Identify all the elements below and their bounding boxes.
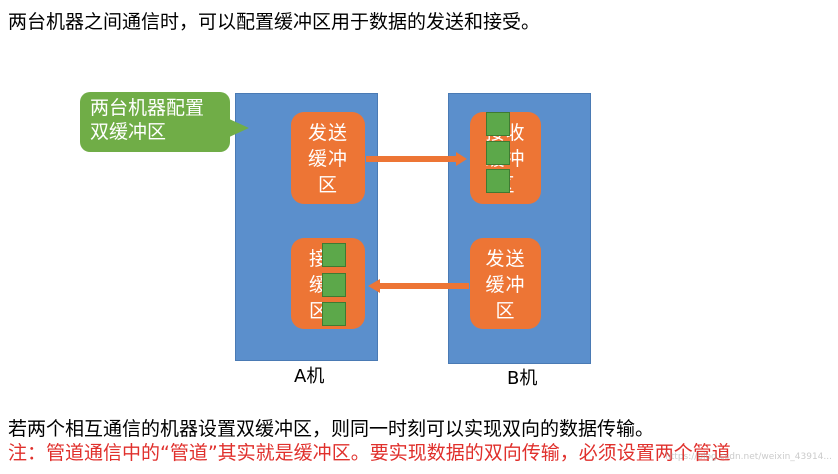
machine-a-send-buffer: 发送 缓冲 区 xyxy=(291,112,365,204)
machine-b-send-buffer: 发送 缓冲 区 xyxy=(470,238,541,329)
arrow-shaft xyxy=(366,156,458,162)
buffer-text-line: 发送 xyxy=(485,248,526,270)
summary-text: 若两个相互通信的机器设置双缓冲区，则同一时刻可以实现双向的数据传输。 xyxy=(8,418,655,440)
data-block xyxy=(486,141,510,165)
watermark: https://blog.csdn.net/weixin_43914... xyxy=(665,452,832,462)
arrow-head xyxy=(456,152,467,166)
data-block xyxy=(486,169,510,193)
buffer-text-line: 缓冲 xyxy=(307,148,348,170)
callout-text: 两台机器配置 双缓冲区 xyxy=(90,97,205,143)
data-block xyxy=(322,302,346,326)
machine-a-label: A机 xyxy=(294,366,325,387)
arrow-shaft xyxy=(378,283,469,289)
callout-pointer xyxy=(227,118,249,138)
note-text: 注：管道通信中的“管道”其实就是缓冲区。要实现数据的双向传输，必须设置两个管道 xyxy=(8,442,731,464)
buffer-text-line: 发送 xyxy=(307,122,348,144)
arrow-b-to-a xyxy=(368,279,469,293)
buffer-text-line: 区 xyxy=(317,174,338,196)
buffer-text-line: 缓冲 xyxy=(485,274,526,296)
arrow-head xyxy=(368,279,380,293)
data-block xyxy=(322,273,346,297)
arrow-a-to-b xyxy=(366,152,467,166)
data-block xyxy=(486,112,510,136)
buffer-text-line: 区 xyxy=(495,300,516,322)
machine-b-label: B机 xyxy=(507,368,538,389)
data-block xyxy=(322,243,346,267)
intro-text: 两台机器之间通信时，可以配置缓冲区用于数据的发送和接受。 xyxy=(8,11,541,33)
callout-box: 两台机器配置 双缓冲区 xyxy=(80,92,230,152)
